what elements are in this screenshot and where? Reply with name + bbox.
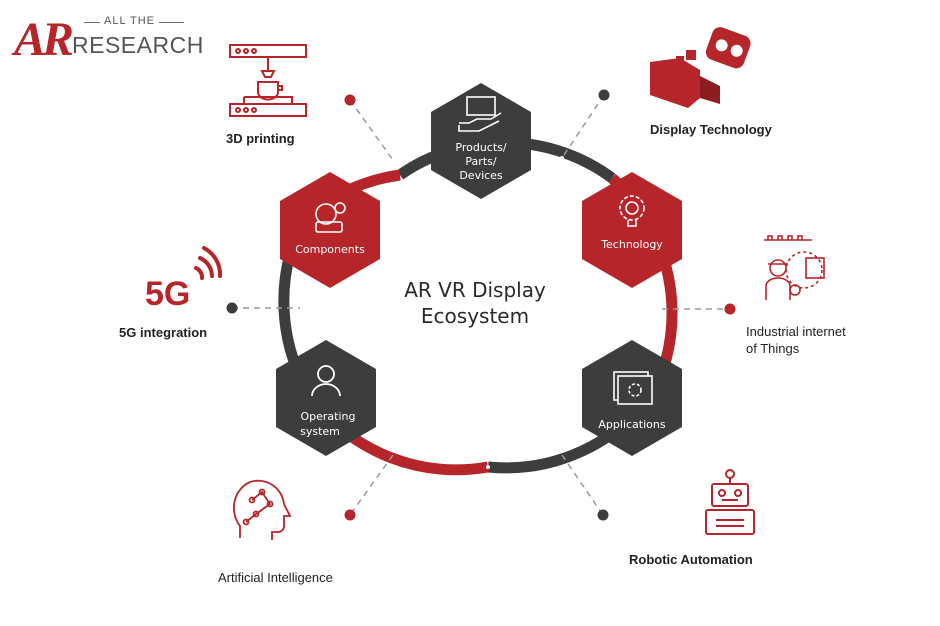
center-title-line2: Ecosystem <box>421 304 529 328</box>
hex-components: Components <box>280 172 380 288</box>
user-icon <box>311 365 341 397</box>
fiveg-icon-text: 5G <box>145 275 190 313</box>
label-5g-integration: 5G integration <box>119 325 208 340</box>
logo-bottom-text: RESEARCH <box>72 32 204 58</box>
label-3d-printing: 3D printing <box>226 131 295 146</box>
hex-applications: Applications <box>582 340 682 456</box>
robot-icon <box>705 469 755 535</box>
connector-dots <box>226 89 736 521</box>
label-artificial-intelligence: Artificial Intelligence <box>218 570 333 585</box>
hand-box-icon <box>458 96 502 132</box>
app-window-icon <box>613 371 653 405</box>
label-display-technology: Display Technology <box>650 122 772 137</box>
hex-operating: Operating system <box>276 340 376 456</box>
label-iiot-line2: of Things <box>746 341 800 356</box>
hex-products-line1: Products/ <box>455 141 506 154</box>
hex-products-line3: Devices <box>459 169 503 182</box>
hex-operating-line2: system <box>300 425 340 438</box>
label-iiot: Industrial internet of Things <box>746 323 846 357</box>
connectors <box>232 94 730 516</box>
hex-applications-line1: Applications <box>598 418 665 431</box>
logo-mark: AR <box>14 13 74 66</box>
logo-top-text: ALL THE <box>100 15 160 27</box>
signal-icon <box>194 246 223 280</box>
hex-operating-line1: Operating <box>301 410 356 423</box>
center-title-line1: AR VR Display <box>404 278 546 302</box>
hex-products-line2: Parts/ <box>465 155 496 168</box>
hex-technology-line1: Technology <box>600 238 663 251</box>
industrial-iot-icon <box>764 235 825 300</box>
ai-head-icon <box>233 479 292 540</box>
vr-headset-icon <box>650 27 751 108</box>
label-iiot-line1: Industrial internet <box>746 324 846 339</box>
gear-bulb-icon <box>619 195 645 227</box>
components-icon <box>315 202 346 233</box>
hex-components-line1: Components <box>295 243 365 256</box>
fiveg-icon: 5G <box>145 246 223 313</box>
printer-3d-icon <box>229 44 307 117</box>
hex-technology: Technology <box>582 172 682 288</box>
brand-logo: AR ALL THE RESEARCH <box>14 12 203 68</box>
hex-products: Products/ Parts/ Devices <box>431 83 531 199</box>
label-robotic-automation: Robotic Automation <box>629 552 753 567</box>
